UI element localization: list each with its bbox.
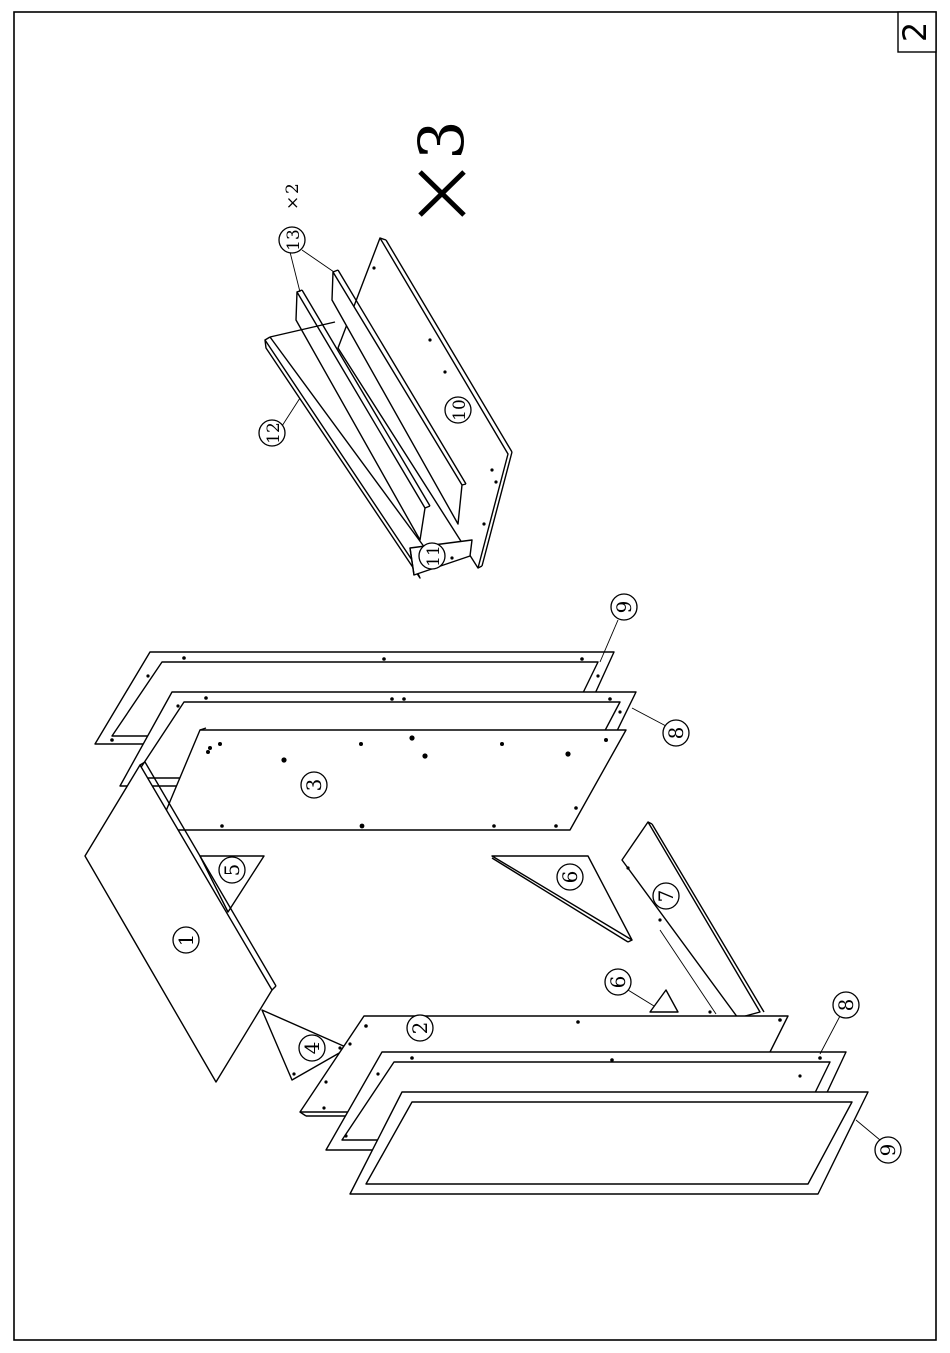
callout-label-10: 10 bbox=[450, 399, 470, 421]
callout-label-8-upper: 8 bbox=[664, 727, 688, 740]
callout-label-4: 4 bbox=[300, 1042, 324, 1055]
callout-part-11: 11 bbox=[419, 543, 445, 569]
callout-label-13: 13 bbox=[284, 229, 304, 251]
callout-part-8-upper: 8 bbox=[632, 708, 689, 746]
callout-part-8-lower: 8 bbox=[820, 992, 859, 1054]
step-number-box: 2 bbox=[896, 12, 936, 52]
callout-label-2: 2 bbox=[408, 1022, 432, 1035]
svg-text:×: × bbox=[283, 196, 303, 210]
callout-label-3: 3 bbox=[302, 779, 326, 792]
callout-part-7: 7 bbox=[653, 883, 679, 909]
callout-part-12: 12 bbox=[259, 398, 300, 446]
callout-label-7: 7 bbox=[654, 890, 678, 903]
sub-quantity-count: 2 bbox=[283, 183, 303, 194]
callout-part-5: 5 bbox=[219, 857, 245, 883]
callout-label-9-upper: 9 bbox=[612, 601, 636, 614]
sub-quantity-label: × 2 bbox=[283, 183, 303, 210]
callout-part-6-upper: 6 bbox=[557, 864, 583, 890]
callout-label-6-lower: 6 bbox=[606, 976, 630, 989]
step-number: 2 bbox=[896, 22, 934, 42]
multiplier-mark: 3 bbox=[405, 120, 478, 215]
front-frame-9 bbox=[350, 1092, 868, 1194]
callout-part-4: 4 bbox=[299, 1035, 325, 1061]
callout-part-9-lower: 9 bbox=[856, 1120, 901, 1163]
callout-label-11: 11 bbox=[424, 545, 444, 567]
callout-label-1: 1 bbox=[174, 934, 198, 947]
callout-label-6-upper: 6 bbox=[558, 871, 582, 884]
callout-part-3: 3 bbox=[301, 772, 327, 798]
callout-label-9-lower: 9 bbox=[876, 1144, 900, 1157]
callout-label-5: 5 bbox=[220, 864, 244, 877]
part-3-back-panel bbox=[158, 728, 626, 830]
callout-label-12: 12 bbox=[264, 422, 284, 444]
multiplier-count: 3 bbox=[405, 120, 478, 159]
part-7-side-rail bbox=[622, 822, 760, 1018]
drawer-assembly bbox=[265, 238, 512, 578]
callout-part-2: 2 bbox=[407, 1015, 433, 1041]
callout-part-6-lower: 6 bbox=[605, 969, 654, 1006]
callout-part-10: 10 bbox=[445, 397, 471, 423]
callout-label-8-lower: 8 bbox=[834, 999, 858, 1012]
callout-part-13: 13 bbox=[279, 227, 334, 292]
part-6-triangle-brace bbox=[650, 990, 678, 1012]
callout-part-1: 1 bbox=[173, 927, 199, 953]
